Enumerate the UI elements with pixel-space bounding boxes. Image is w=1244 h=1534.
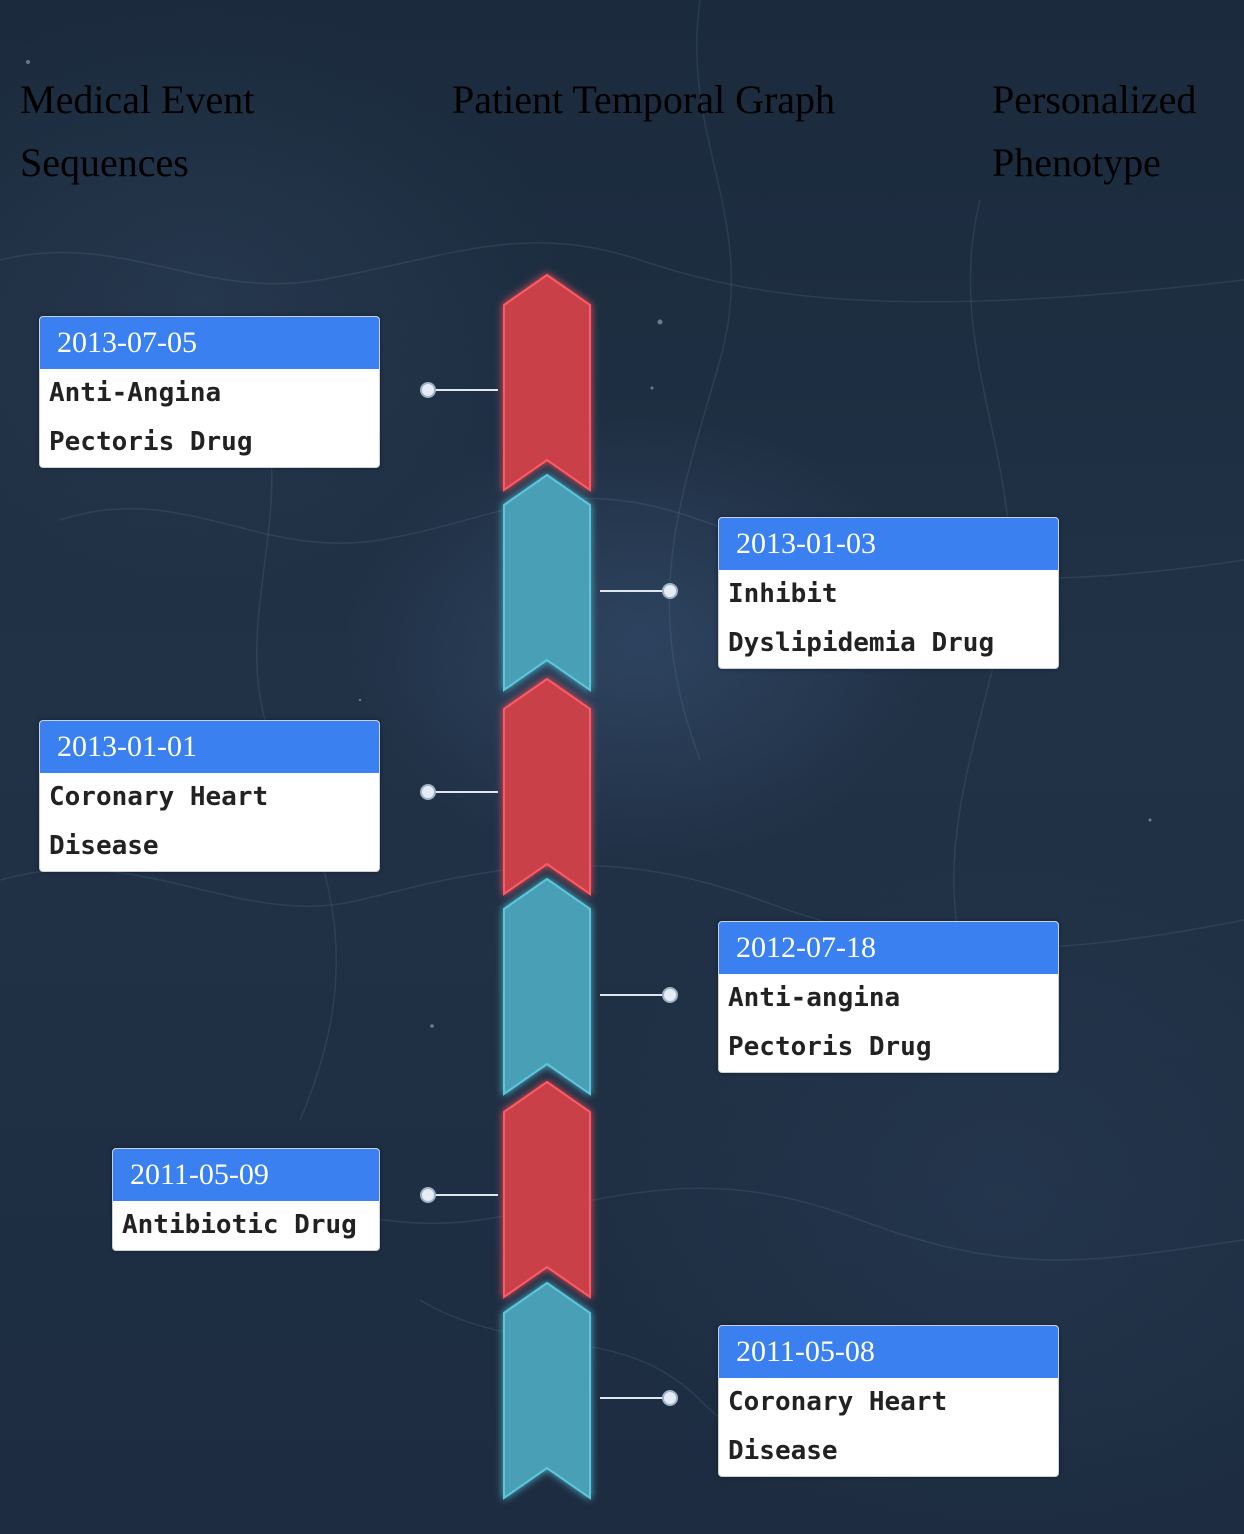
connector-dot bbox=[662, 583, 678, 599]
connector-dot bbox=[420, 784, 436, 800]
connector-dot bbox=[662, 1390, 678, 1406]
event-date: 2011-05-09 bbox=[113, 1149, 379, 1201]
timeline-segment bbox=[503, 877, 591, 1096]
timeline-segment bbox=[503, 473, 591, 692]
event-date: 2013-07-05 bbox=[40, 317, 379, 369]
event-date: 2012-07-18 bbox=[719, 922, 1058, 974]
timeline-segment bbox=[503, 677, 591, 896]
event-date: 2013-01-01 bbox=[40, 721, 379, 773]
tab-patient-temporal-graph[interactable]: Patient Temporal Graph bbox=[452, 77, 836, 122]
event-label: Anti-Angina Pectoris Drug bbox=[49, 378, 253, 457]
connector-dot bbox=[420, 1187, 436, 1203]
event-label: Coronary Heart Disease bbox=[728, 1387, 948, 1466]
event-label: Antibiotic Drug bbox=[122, 1210, 357, 1240]
event-date: 2011-05-08 bbox=[719, 1326, 1058, 1378]
connector-dot bbox=[420, 382, 436, 398]
timeline-segment bbox=[503, 273, 591, 492]
timeline-segment bbox=[503, 1281, 591, 1500]
timeline-segment bbox=[503, 1080, 591, 1299]
tab-medical-event-sequences[interactable]: Medical Event Sequences bbox=[20, 77, 255, 185]
tab-personalized-phenotype[interactable]: Personalized Phenotype bbox=[992, 77, 1197, 185]
event-date: 2013-01-03 bbox=[719, 518, 1058, 570]
event-label: Coronary Heart Disease bbox=[49, 782, 269, 861]
event-label: Anti-angina Pectoris Drug bbox=[728, 983, 932, 1062]
connector-dot bbox=[662, 987, 678, 1003]
event-label: Inhibit Dyslipidemia Drug bbox=[728, 579, 995, 658]
